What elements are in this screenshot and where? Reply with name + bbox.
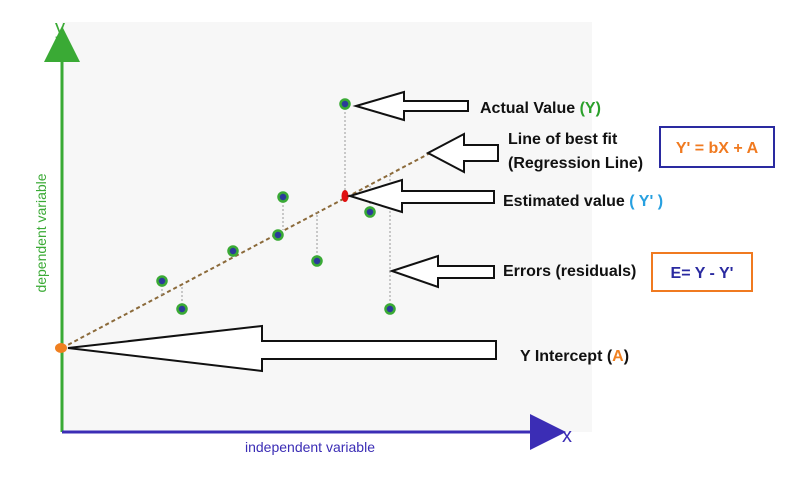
y-axis-letter: y — [55, 17, 65, 39]
data-point — [176, 303, 188, 315]
estimated-value-label: Estimated value ( Y' ) — [503, 193, 663, 210]
errors-arrow — [388, 254, 495, 289]
actual-value-label: Actual Value (Y) — [480, 100, 601, 117]
actual-value-symbol: (Y) — [580, 100, 601, 117]
estimated-value-arrow — [346, 178, 495, 214]
error-formula: E= Y - Y' — [671, 265, 734, 282]
data-points — [156, 98, 396, 315]
actual-value-arrow — [352, 90, 469, 122]
regression-formula-box — [659, 126, 775, 168]
regression-formula: Y' = bX + A — [676, 140, 759, 157]
line-of-best-fit-arrow — [425, 132, 499, 174]
data-point — [272, 229, 284, 241]
regression-line-label: (Regression Line) — [508, 155, 643, 172]
data-point-actual — [339, 98, 351, 110]
intercept-arrow — [67, 324, 497, 373]
data-point — [277, 191, 289, 203]
estimated-value-text: Estimated value — [503, 193, 629, 210]
data-point — [384, 303, 396, 315]
data-point — [156, 275, 168, 287]
y-intercept-text: Y Intercept ( — [520, 348, 613, 365]
errors-label: Errors (residuals) — [503, 263, 636, 280]
y-intercept-close: ) — [624, 348, 629, 365]
x-axis-letter: x — [562, 425, 572, 447]
estimated-value-marker — [341, 190, 349, 202]
actual-value-text: Actual Value — [480, 100, 580, 117]
line-of-best-fit-label: Line of best fit — [508, 131, 618, 148]
y-intercept-symbol: A — [612, 348, 624, 365]
estimated-value-symbol: ( Y' ) — [629, 193, 663, 210]
data-point — [364, 206, 376, 218]
x-axis-label: independent variable — [245, 439, 375, 455]
y-axis-label: dependent variable — [33, 173, 49, 292]
plot-background — [62, 22, 592, 432]
y-intercept-label: Y Intercept (A) — [520, 348, 629, 365]
data-point — [311, 255, 323, 267]
error-formula-box — [651, 252, 753, 292]
intercept-marker — [55, 343, 67, 353]
data-point — [227, 245, 239, 257]
